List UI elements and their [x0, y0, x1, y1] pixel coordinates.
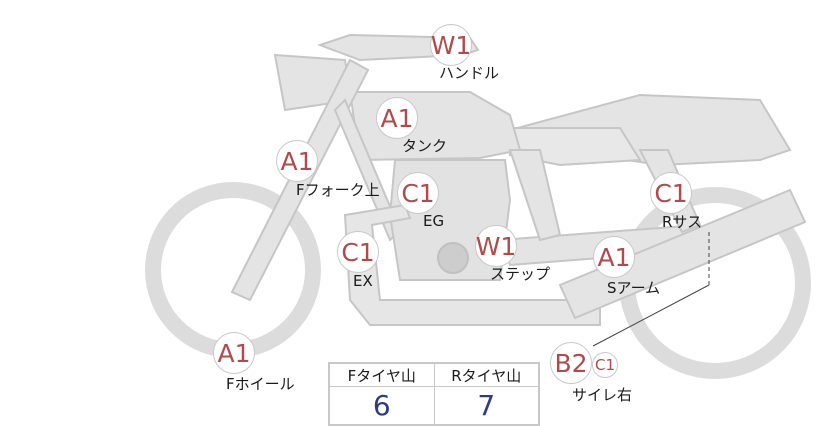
- frame-shape: [333, 98, 402, 242]
- front-tread-value[interactable]: 6: [328, 386, 435, 426]
- engine-marker[interactable]: C1: [397, 172, 439, 214]
- fork-upper-marker[interactable]: A1: [276, 140, 318, 182]
- silencer-right-secondary-marker[interactable]: C1: [592, 352, 618, 378]
- exhaust-marker[interactable]: C1: [337, 231, 379, 273]
- rear-tread-value[interactable]: 7: [433, 386, 540, 426]
- front-wheel-label: Fホイール: [226, 375, 295, 393]
- engine-label: EG: [423, 212, 445, 230]
- silencer-right-label: サイレ右: [572, 386, 633, 404]
- fork-upper-label: Fフォーク上: [296, 181, 380, 199]
- swing-arm-label: Sアーム: [607, 279, 661, 297]
- step-marker[interactable]: W1: [475, 225, 517, 267]
- exhaust-label: EX: [353, 272, 373, 290]
- step-label: ステップ: [490, 265, 551, 283]
- handle-marker[interactable]: W1: [430, 24, 472, 66]
- frame-rear-shape: [508, 149, 562, 242]
- swing-arm-marker[interactable]: A1: [593, 236, 635, 278]
- tank-label: タンク: [402, 137, 448, 155]
- front-tread-header: Fタイヤ山: [328, 362, 435, 387]
- tank-marker[interactable]: A1: [376, 97, 418, 139]
- rear-suspension-label: Rサス: [662, 213, 703, 231]
- silencer-right-marker[interactable]: B2: [550, 342, 592, 384]
- rear-suspension-marker[interactable]: C1: [650, 172, 692, 214]
- rear-tread-header: Rタイヤ山: [433, 362, 540, 387]
- tire-tread-table: Fタイヤ山 Rタイヤ山 6 7: [328, 362, 540, 426]
- silencer-leader: [592, 284, 710, 347]
- engine-cover-shape: [437, 242, 469, 274]
- silencer-shape: [558, 188, 807, 320]
- handle-label: ハンドル: [439, 64, 500, 82]
- front-wheel-marker[interactable]: A1: [213, 332, 255, 374]
